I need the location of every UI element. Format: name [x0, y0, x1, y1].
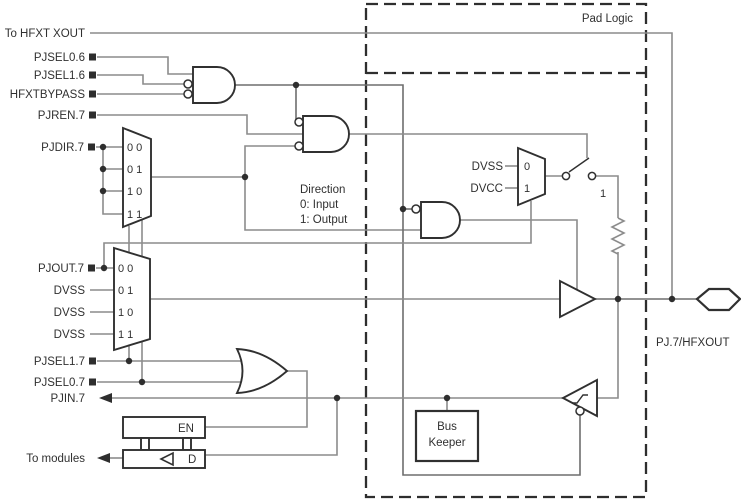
register-bit-squares: [88, 53, 96, 386]
label-pjsel07: PJSEL0.7: [34, 377, 85, 389]
wire-latch-d: [205, 398, 338, 456]
wire-pull-select: [103, 201, 532, 268]
mux-row-label: 0 0: [127, 142, 142, 154]
mux-direction: 0 0 0 1 1 0 1 1: [122, 126, 152, 229]
bus-keeper-line1: Bus: [437, 421, 457, 433]
enable-bubble: [575, 406, 585, 416]
output-driver-buffer: [559, 279, 598, 319]
wire-schmitt-in: [597, 299, 619, 399]
wire-pull-enable: [349, 133, 588, 158]
label-pjren7: PJREN.7: [38, 110, 85, 122]
to-modules-arrow-icon: [97, 453, 110, 463]
switch-lever: [568, 157, 590, 173]
dvss-label: DVSS: [472, 161, 504, 173]
mux-sel1-label: 1: [524, 183, 530, 195]
label-dvss-c: DVSS: [54, 329, 86, 341]
input-latch: EN D: [122, 416, 206, 469]
mux-row-label: 1 1: [127, 209, 142, 221]
switch-contact: [587, 171, 597, 181]
label-pjout7: PJOUT.7: [38, 263, 84, 275]
or-gate-latch-enable: [235, 347, 289, 395]
pad-symbol: PJ.7/HFXOUT: [656, 287, 741, 349]
latch-en-box: [122, 416, 206, 439]
signal-labels: To HFXT XOUT PJSEL0.6 PJSEL1.6 HFXTBYPAS…: [5, 28, 86, 465]
mux-sel0-label: 0: [524, 161, 530, 173]
label-pjsel06: PJSEL0.6: [34, 52, 85, 64]
label-to-modules: To modules: [26, 453, 85, 465]
latch-triangle-icon: [159, 451, 174, 467]
label-hfxtbypass: HFXTBYPASS: [10, 89, 86, 101]
mux-row-label: 1 1: [118, 329, 133, 341]
signal-arrows: [97, 393, 112, 463]
pad-hexagon: [695, 287, 741, 312]
pull-switch: 1: [561, 157, 606, 200]
dvcc-label: DVCC: [470, 183, 503, 195]
invert-bubble: [183, 89, 193, 99]
pull-resistor: [610, 217, 626, 255]
wire-pjren7: [97, 114, 303, 135]
latch-leg: [140, 437, 150, 451]
switch-label: 1: [600, 188, 606, 200]
wire-to-hfxt-xout: [90, 32, 673, 299]
pad-logic-boundary: Pad Logic: [364, 2, 648, 499]
bus-keeper-line2: Keeper: [428, 437, 465, 449]
mux-output: 0 0 0 1 1 0 1 1: [113, 246, 151, 352]
wire-switch-to-resistor: [596, 175, 619, 218]
label-pjsel16: PJSEL1.6: [34, 70, 85, 82]
resistor-zigzag: [610, 217, 626, 255]
wire-hfxt-enable-branch1: [295, 85, 297, 123]
latch-en-label: EN: [178, 423, 194, 435]
latch-leg: [182, 437, 192, 451]
switch-contact: [561, 171, 571, 181]
mux-row-label: 1 0: [118, 307, 133, 319]
pad-logic-outer-border: [364, 2, 648, 499]
pjin-arrow-icon: [99, 393, 112, 403]
wire-pjdir7-branch: [102, 147, 123, 215]
hysteresis-icon: [572, 394, 588, 404]
invert-bubble: [183, 79, 193, 89]
direction-note-line2: 0: Input: [300, 199, 339, 211]
direction-note-line3: 1: Output: [300, 214, 348, 226]
wire-pjsel06: [97, 56, 193, 75]
pad-logic-label: Pad Logic: [582, 13, 633, 25]
junction-dots: [99, 81, 676, 402]
invert-bubble: [411, 204, 421, 214]
mux-row-label: 1 0: [127, 186, 142, 198]
label-dvss-a: DVSS: [54, 285, 86, 297]
wire-direction-up: [244, 145, 295, 177]
direction-note-line1: Direction: [300, 184, 345, 196]
label-to-hfxt-xout: To HFXT XOUT: [5, 28, 85, 40]
wire-hfxt-enable: [235, 84, 581, 476]
mux-pull: 0 1 DVSS DVCC: [470, 146, 546, 207]
wire-latch-en: [205, 370, 308, 428]
and-gate-driver-enable: [411, 201, 461, 239]
mux-row-label: 0 0: [118, 263, 133, 275]
mux-row-label: 0 1: [118, 285, 133, 297]
wire-direction-down: [244, 177, 421, 231]
direction-note: Direction 0: Input 1: Output: [300, 184, 348, 226]
wire-pjsel16: [97, 74, 184, 85]
input-schmitt-buffer: [560, 378, 598, 418]
label-pjin7: PJIN.7: [50, 393, 85, 405]
invert-bubble: [294, 117, 304, 127]
latch-d-label: D: [188, 454, 196, 466]
and-gate-hfxt-function: [183, 66, 236, 104]
label-pjdir7: PJDIR.7: [41, 142, 84, 154]
bus-keeper-box: Bus Keeper: [414, 409, 480, 463]
pad-pin-label: PJ.7/HFXOUT: [656, 337, 729, 349]
wire-driver-enable: [460, 219, 578, 290]
invert-bubble: [294, 141, 304, 151]
label-pjsel17: PJSEL1.7: [34, 356, 85, 368]
wires: [90, 32, 697, 476]
label-dvss-b: DVSS: [54, 307, 86, 319]
and-gate-pull-enable: [294, 115, 350, 153]
mux-row-label: 0 1: [127, 164, 142, 176]
